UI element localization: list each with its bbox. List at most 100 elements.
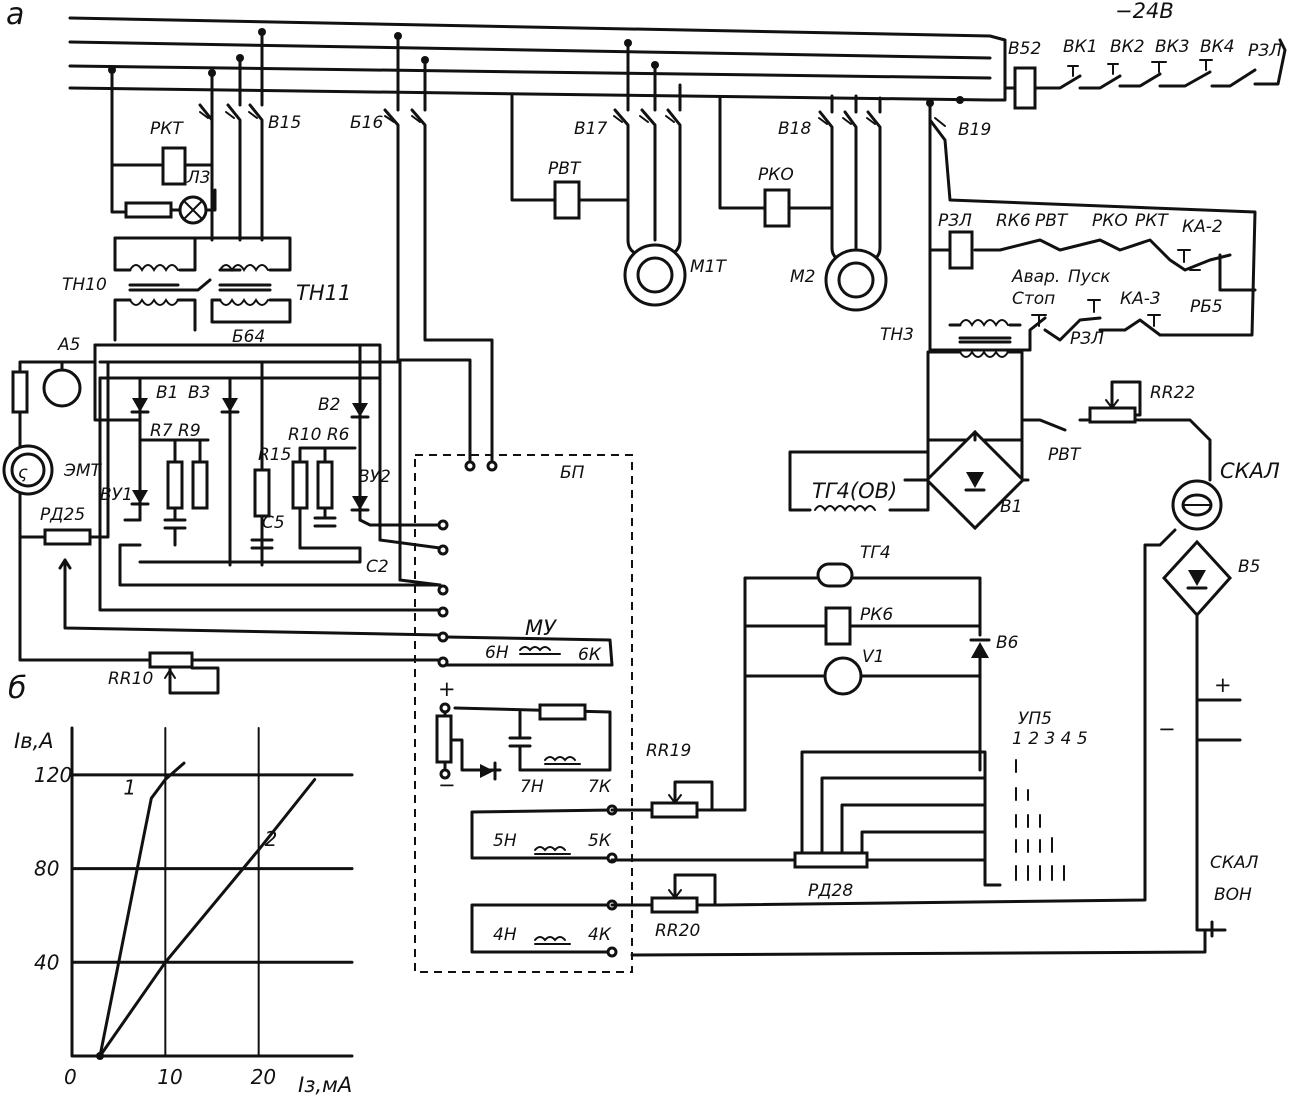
label-7n: 7Н <box>520 777 544 797</box>
label-b64: Б64 <box>232 327 265 347</box>
label-5k: 5К <box>588 831 612 851</box>
label-b18: В18 <box>778 119 811 139</box>
label-rvt-2: РВТ <box>1035 211 1069 231</box>
label-skal: СКАЛ <box>1220 459 1280 483</box>
label-b6: В6 <box>996 633 1019 653</box>
label-v1-diode: В1 <box>156 383 178 403</box>
label-bu2: ВУ2 <box>358 467 391 487</box>
label-v1-meter: V1 <box>862 647 884 667</box>
label-rr22: RR22 <box>1150 383 1195 403</box>
label-c5: С5 <box>262 513 285 533</box>
label-tn11: ТН11 <box>296 281 351 305</box>
label-rvt: РВТ <box>548 159 582 179</box>
rectifier-amplifier-block: А5 Б64 ς ЭМТ В1 В3 В2 R7 R9 R10 R6 R15 В… <box>2 327 442 695</box>
label-r7-r9: R7 R9 <box>150 421 201 441</box>
chart-y-axis-label: Iв,А <box>14 729 54 753</box>
chart-origin-point <box>96 1052 104 1060</box>
label-up5-positions: 1 2 3 4 5 <box>1012 729 1088 749</box>
label-minus: − <box>438 773 456 797</box>
label-6n: 6Н <box>485 643 509 663</box>
label-ka3: КА-3 <box>1120 289 1161 309</box>
label-tg4-ov: ТГ4(ОВ) <box>812 479 897 503</box>
label-5n: 5Н <box>493 831 517 851</box>
label-rr19: RR19 <box>646 741 691 761</box>
tachogenerator-block: ТГ4 РК6 В6 V1 RR19 RR20 <box>610 543 1019 941</box>
control-circuit: В19 РЗЛ RК6 РВТ РКО РКТ КА-2 Авар. Стоп … <box>630 98 1280 957</box>
label-v2-diode: В2 <box>318 395 340 415</box>
label-7k: 7К <box>588 777 612 797</box>
motors-block: РВТ В17 М1Т РКО В18 М2 <box>510 41 888 312</box>
chart-x-tick-label: 10 <box>157 1065 182 1089</box>
up5-contacts <box>1015 759 1065 881</box>
label-rzl-2: РЗЛ <box>938 211 972 231</box>
label-m1t: М1Т <box>690 257 727 277</box>
label-m2: М2 <box>790 267 815 287</box>
selector-block: РД28 УП5 1 2 3 4 5 <box>610 709 1088 901</box>
protection-block: РКТ Л3 В15 ТН10 ТН11 <box>62 30 351 342</box>
label-rb5: РБ5 <box>1190 297 1223 317</box>
label-b19: В19 <box>958 120 991 140</box>
supply-voltage-label: −24В <box>1115 0 1174 23</box>
panel-label-b: б <box>8 671 27 706</box>
label-rr10: RR10 <box>108 669 153 689</box>
chart-series-line-2 <box>98 778 317 1058</box>
label-pusk: Пуск <box>1068 267 1111 287</box>
label-tg4: ТГ4 <box>860 543 891 563</box>
label-4k: 4К <box>588 925 612 945</box>
label-b1: В1 <box>1000 497 1022 517</box>
label-rzl-top: РЗЛ <box>1248 41 1282 61</box>
chart-series: 12 <box>96 761 317 1060</box>
label-b5: В5 <box>1238 557 1260 577</box>
label-emt: ЭМТ <box>63 461 103 481</box>
label-plus: + <box>438 677 456 701</box>
label-stop: Стоп <box>1012 289 1055 309</box>
chart-y-tick-label: 40 <box>34 950 59 974</box>
chart-axis-lines <box>70 726 354 1058</box>
chart-series-label-2: 2 <box>265 827 278 851</box>
chart-x-axis-label: Iз,мА <box>298 1073 352 1097</box>
label-vk1: ВК1 <box>1063 37 1098 57</box>
label-rkt: РКТ <box>150 119 184 139</box>
label-rd25: РД25 <box>40 505 85 525</box>
label-rkt-2: РКТ <box>1135 211 1169 231</box>
chart-y-tick-label: 80 <box>34 857 59 881</box>
label-plus-right: + <box>1214 673 1232 697</box>
label-6k: 6К <box>578 645 602 665</box>
label-4n: 4Н <box>493 925 517 945</box>
chart-series-line-1 <box>98 761 186 1058</box>
chart-grid <box>70 727 354 1057</box>
label-v3-diode: В3 <box>188 383 210 403</box>
label-skal-2: СКАЛ <box>1210 853 1259 873</box>
panel-label-a: а <box>6 0 24 32</box>
label-r10-r6: R10 R6 <box>288 425 350 445</box>
power-block-bp: Б16 БП МУ 6Н 6К + − 7Н 7К 5Н 5К <box>350 34 633 973</box>
label-v52: В52 <box>1008 39 1041 59</box>
label-r15: R15 <box>258 445 291 465</box>
limit-switch-chain: −24В В52 ВК1 ВК2 ВК3 ВК4 РЗЛ <box>988 0 1287 110</box>
label-vk3: ВК3 <box>1155 37 1190 57</box>
chart-y-tick-label: 120 <box>34 763 72 787</box>
label-tn3: ТН3 <box>880 325 914 345</box>
label-c2: С2 <box>366 557 389 577</box>
label-tn10: ТН10 <box>62 275 107 295</box>
label-rd28: РД28 <box>808 881 853 901</box>
label-mu: МУ <box>525 616 557 640</box>
label-rko-2: РКО <box>1092 211 1128 231</box>
label-b16: Б16 <box>350 113 383 133</box>
label-up5: УП5 <box>1018 709 1052 729</box>
chart-x-tick-label: 0 <box>64 1065 77 1089</box>
label-ka2: КА-2 <box>1182 217 1223 237</box>
label-l3: Л3 <box>186 168 211 188</box>
label-rr20: RR20 <box>655 921 700 941</box>
label-bu1: ВУ1 <box>100 485 133 505</box>
label-b17: В17 <box>574 119 607 139</box>
chart-series-label-1: 1 <box>123 775 136 799</box>
label-rzl-3: РЗЛ <box>1070 329 1104 349</box>
label-vk4: ВК4 <box>1200 37 1235 57</box>
label-bp: БП <box>560 463 585 483</box>
label-rk6: RК6 <box>996 211 1031 231</box>
label-avar: Авар. <box>1011 267 1060 287</box>
